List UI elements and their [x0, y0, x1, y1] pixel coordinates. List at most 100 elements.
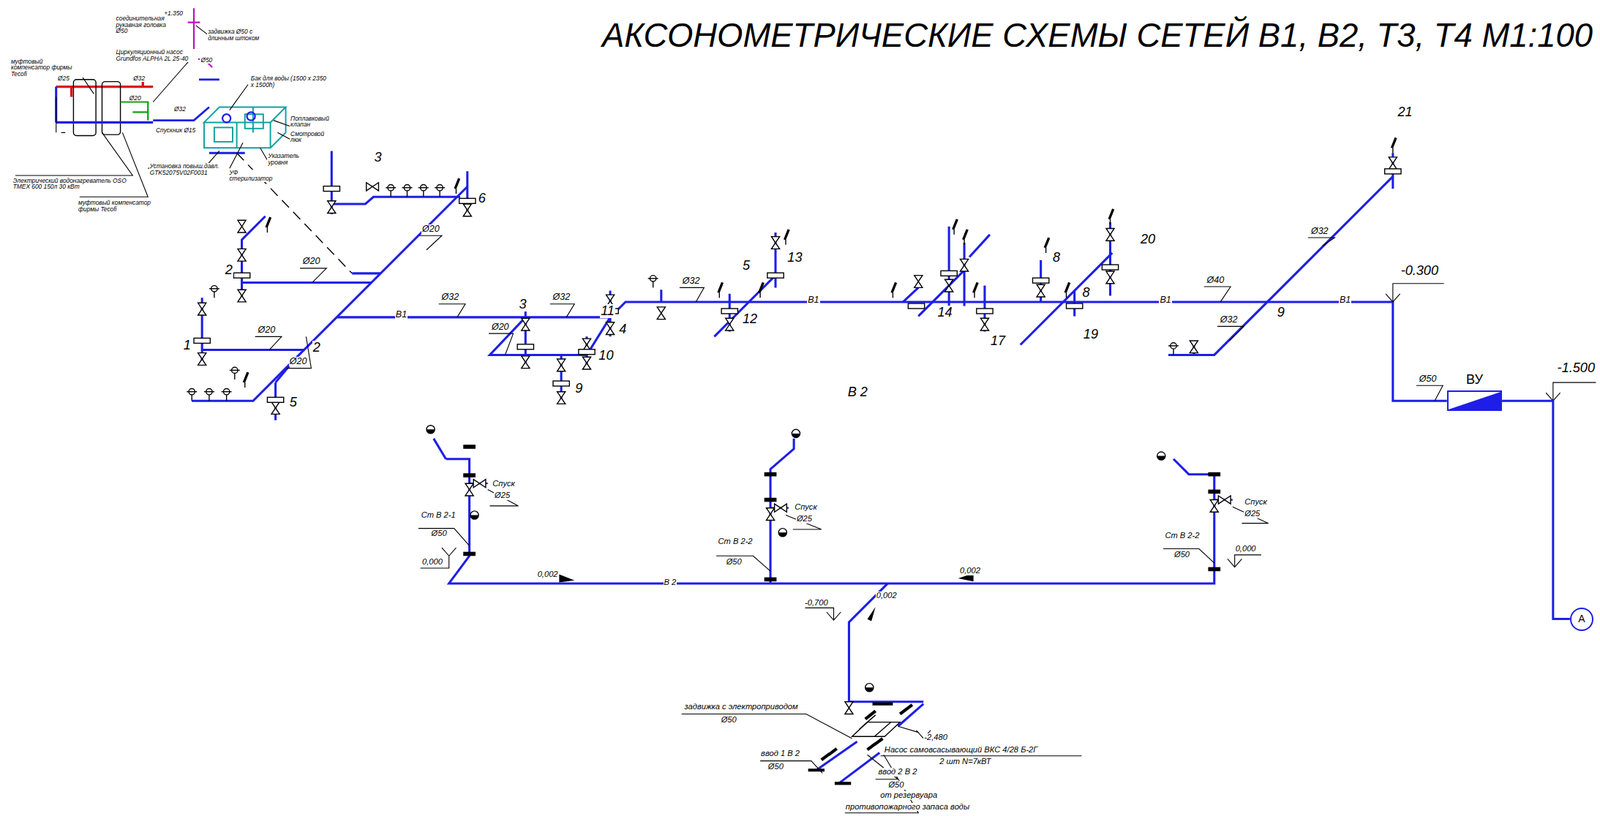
- drawing-label: 5: [288, 395, 298, 410]
- pump-frame: [858, 715, 891, 737]
- drawing-label: В1: [806, 295, 820, 306]
- pipe: [331, 150, 468, 216]
- drawing-label: -0,700: [804, 599, 829, 608]
- drawing-label: 2: [224, 263, 234, 278]
- drawing-label: 20: [1139, 232, 1156, 247]
- pipe: [902, 226, 990, 333]
- leader: [1308, 237, 1335, 246]
- drawing-label: В1: [1338, 295, 1352, 306]
- drawing-label: соединительная рукавная головка Ø50: [115, 15, 180, 35]
- drawing-label: В 2: [847, 385, 869, 400]
- inlet-flange: [808, 770, 852, 784]
- drawing-label: Ø32: [173, 106, 187, 113]
- drawing-label: Ø50: [430, 529, 448, 539]
- leader: [550, 304, 575, 318]
- supply-pipe: [1501, 400, 1571, 619]
- b2-marks: [418, 490, 1269, 739]
- meter-fill: [1448, 392, 1501, 410]
- pipe: [433, 438, 447, 460]
- drawing-label: муфтовый компенсатор фирмы Tecofi: [77, 199, 155, 213]
- drawing-label: Ст В 2-2: [1163, 531, 1200, 541]
- pipe: [848, 583, 924, 703]
- drawing-label: Ø25: [493, 491, 511, 501]
- leader: [419, 235, 442, 251]
- pipe: [351, 272, 381, 275]
- leader: [1204, 286, 1231, 303]
- b2-pipes: [433, 438, 1233, 785]
- drawing-label: 0,002: [959, 566, 982, 576]
- drawing-label: Ø32: [132, 75, 146, 82]
- drawing-label: Спускник Ø15: [155, 127, 197, 134]
- b1-fittings: [186, 137, 1402, 415]
- pipe: [1020, 222, 1113, 345]
- pipe: [242, 216, 372, 303]
- drawing-label: Смотровой люк: [289, 130, 326, 145]
- drawing-label: 9: [574, 381, 584, 396]
- drawing-label: УФ стерилизатор: [228, 169, 273, 183]
- meter-fill: [1448, 392, 1501, 410]
- leader-lines: [681, 714, 1083, 814]
- fill-pipe: [198, 78, 220, 81]
- leader: [255, 336, 282, 350]
- drain: [469, 483, 1233, 508]
- float-valve: [247, 111, 256, 120]
- pipe: [446, 459, 1215, 584]
- drawing-label: 0,000: [421, 558, 444, 567]
- node-heading: ВУ: [1466, 373, 1483, 387]
- drawing-label: 14: [936, 305, 953, 320]
- drawing-label: Циркуляционный насос Grundfos ALPHA 2L 2…: [115, 49, 199, 63]
- drawing-label: Бак для воды (1500 x 2350 x 1500h): [250, 75, 332, 89]
- drawing-label: 4: [618, 322, 627, 337]
- heater-tank: [101, 81, 120, 136]
- pipe: [1168, 152, 1393, 355]
- pump-pipe: [816, 704, 924, 785]
- b1-pipes: [191, 150, 1448, 420]
- drawing-label: 8: [1081, 286, 1091, 300]
- drawing-label: 0,000: [1234, 545, 1257, 554]
- pipe: [201, 297, 304, 365]
- pump-pipe: [209, 152, 246, 155]
- cold-pipe: [56, 87, 154, 123]
- pump-station: [681, 704, 1083, 814]
- drawing-label: Насос самовсасывающий ВКС 4/28 Б-2Г: [883, 746, 1039, 756]
- leader: [286, 336, 311, 368]
- level-mark: [1385, 283, 1445, 303]
- drawing-label: 21: [1396, 105, 1413, 120]
- drawing-label: Установка повыш.давл. GTK52075V02F0031: [149, 163, 223, 177]
- drawing-label: Электрический водонагреватель OSO TMEX 6…: [12, 177, 139, 191]
- drawing-label: Ø50: [725, 558, 743, 567]
- drawing-label: Ø25: [1243, 509, 1261, 519]
- water-meter-box: ВУ: [1447, 390, 1502, 412]
- drawing-label: ввод 1 В 2: [760, 749, 801, 759]
- drawing-label: 10: [597, 348, 614, 363]
- drawing-label: 0,002: [875, 591, 898, 601]
- drawing-label: Ø32: [681, 276, 701, 287]
- leader: [1217, 326, 1244, 341]
- dimension-leaders: [255, 235, 1597, 401]
- level-mark: [1227, 555, 1262, 568]
- drawing-label: 3: [373, 150, 382, 165]
- circle-letter: A: [1578, 614, 1585, 625]
- leader: [438, 304, 466, 318]
- drawing-label: Ø20: [302, 256, 322, 267]
- drawing-label: Ø32: [552, 292, 572, 303]
- reference-circle: A: [1570, 607, 1594, 632]
- drawing-label: Ø20: [256, 325, 276, 336]
- drawing-label: 17: [989, 334, 1006, 349]
- drawing-label: 5: [741, 258, 751, 273]
- level-mark: [804, 607, 841, 621]
- drawing-label: -0.300: [1400, 264, 1440, 279]
- leader-lines: [12, 25, 292, 197]
- level-mark: [1545, 382, 1596, 401]
- drawing-label: Ст В 2-2: [717, 537, 754, 547]
- drawing-label: 3: [518, 297, 528, 312]
- drawing-label: Указатель уровня: [267, 152, 303, 167]
- water-tank: [204, 106, 287, 148]
- drawing-label: Ø40: [1206, 275, 1226, 286]
- drawing-label: Ø25: [57, 75, 71, 82]
- pipe: [661, 232, 776, 337]
- drawing-label: В 2: [663, 578, 678, 588]
- drawing-label: Спуск: [1243, 498, 1268, 507]
